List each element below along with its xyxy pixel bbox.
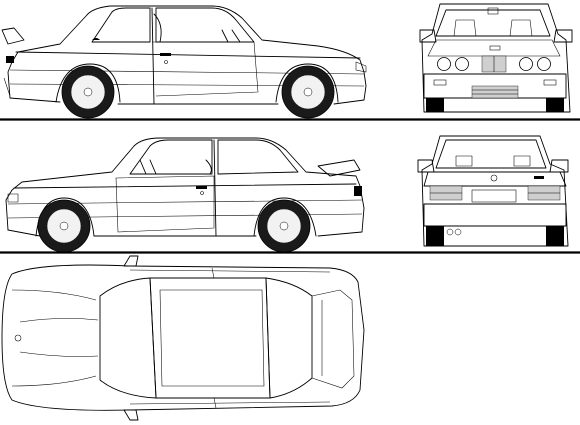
front-air-intake bbox=[471, 85, 519, 99]
door-handle-right bbox=[196, 186, 207, 189]
side-view-right bbox=[5, 137, 365, 253]
door-handle bbox=[160, 53, 171, 56]
rear-view bbox=[417, 135, 569, 247]
side-view-left bbox=[1, 5, 367, 119]
front-view bbox=[419, 3, 573, 113]
top-view bbox=[1, 255, 365, 421]
